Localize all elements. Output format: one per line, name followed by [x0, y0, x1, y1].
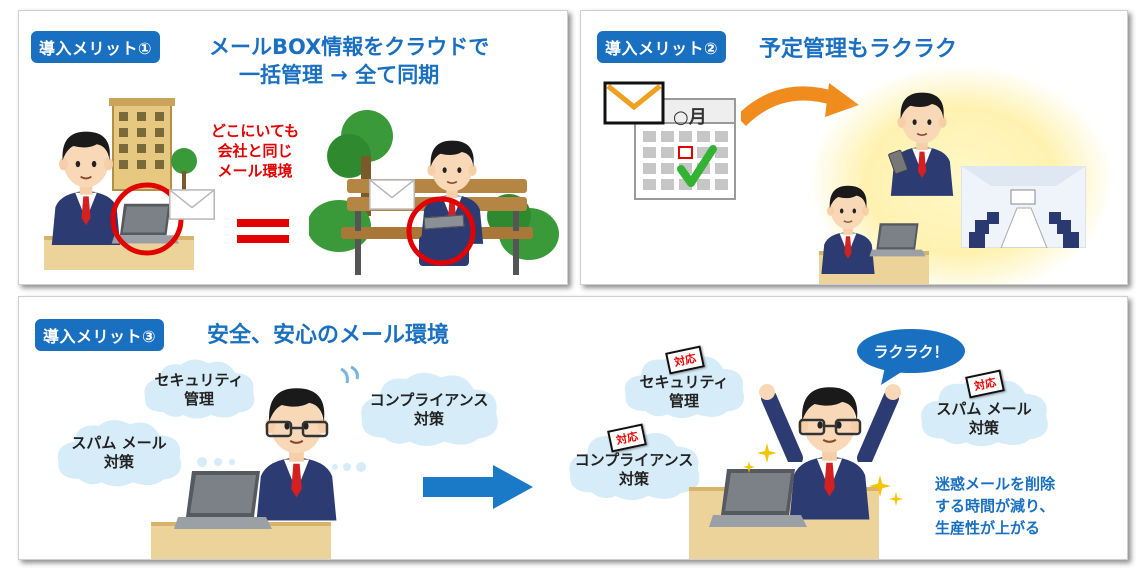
raised-arms-icon	[759, 384, 901, 462]
laptop-panel3-right-icon	[709, 465, 809, 535]
anywhere-note-line3: メール環境	[217, 162, 293, 180]
cloud-spam-line2: 対策	[103, 453, 134, 471]
mail-envelope-icon	[603, 81, 665, 125]
cloud-spam-line1: スパム メール	[71, 434, 167, 452]
meeting-room-icon	[961, 166, 1086, 248]
highlight-circle-park	[406, 196, 476, 266]
merit-2-title: 予定管理もラクラク	[759, 37, 958, 62]
sparkle-icon	[757, 443, 777, 463]
merit-3-title: 安全、安心のメール環境	[207, 323, 450, 348]
merit-1-title-line2: 一括管理 → 全て同期	[239, 63, 440, 87]
sparkle-right-icon	[869, 475, 891, 497]
equals-sign	[237, 219, 289, 227]
thought-dots-right	[332, 462, 366, 472]
curved-arrow-icon	[741, 83, 859, 127]
cloud-security-after-line1: セキュリティ	[639, 373, 729, 391]
calendar-month-label: ○月	[673, 107, 707, 128]
anywhere-note-line2: 会社と同じ	[217, 142, 293, 160]
sparkle-small-icon	[743, 461, 755, 473]
cloud-compliance-line2: 対策	[413, 410, 444, 428]
tree-icon	[171, 148, 197, 191]
speech-bubble	[857, 329, 965, 385]
merit-2-badge: 導入メリット②	[597, 31, 727, 63]
cloud-compliance-line1: コンプライアンス	[369, 391, 489, 409]
cloud-compliance-after-line1: コンプライアンス	[574, 451, 694, 469]
laptop-panel3-left-icon	[174, 467, 274, 537]
panel-merit-1: 導入メリット① メールBOX情報をクラウドで 一括管理 → 全て同期 どこにいて…	[18, 10, 568, 285]
anywhere-note-line1: どこにいても	[210, 122, 300, 140]
cloud-security-line2: 管理	[183, 390, 214, 408]
phone-worker-icon	[881, 81, 963, 196]
merit-1-badge: 導入メリット①	[31, 31, 161, 63]
cloud-security-after-line2: 管理	[668, 392, 699, 410]
cloud-spam-after-line1: スパム メール	[936, 400, 1032, 418]
glasses-icon	[265, 420, 329, 438]
panel-merit-2: 導入メリット② 予定管理もラクラク ○月	[580, 10, 1128, 285]
result-line3: 生産性が上がる	[935, 519, 1041, 537]
merit-3-badge: 導入メリット③	[35, 319, 165, 351]
panel-merit-3: 導入メリット③ 安全、安心のメール環境 セキュリティ 管理 コンプライアンス 対…	[18, 296, 1128, 560]
result-line2: する時間が減り、	[935, 497, 1055, 515]
sparkle-right-small-icon	[889, 492, 903, 506]
thought-dots	[197, 457, 235, 467]
cloud-compliance-after-line2: 対策	[618, 470, 649, 488]
speech-text: ラクラク！	[873, 343, 949, 361]
result-line1: 迷惑メールを削除	[935, 475, 1056, 493]
cloud-spam-after-line2: 対策	[968, 419, 999, 437]
sweat-drops-icon	[340, 365, 359, 384]
laptop-panel2-icon	[869, 221, 927, 261]
glasses-happy-icon	[798, 418, 862, 436]
office-building-icon	[109, 98, 175, 191]
right-arrow-icon	[423, 465, 533, 509]
cloud-security-line1: セキュリティ	[154, 371, 244, 389]
equals-sign-lower	[237, 235, 289, 243]
mail-envelope-icon	[169, 189, 215, 220]
merit-1-title-line1: メールBOX情報をクラウドで	[209, 35, 490, 59]
